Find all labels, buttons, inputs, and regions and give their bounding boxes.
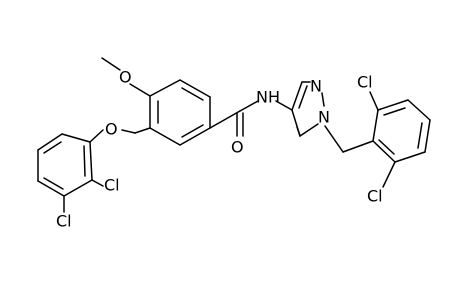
bond-ring1-double-2 — [181, 87, 204, 101]
bond-ring1-ch2 — [134, 127, 151, 134]
bond-methyl-o — [101, 57, 121, 71]
bond-ring2-double-1 — [43, 141, 62, 154]
bond-ring3-double-3 — [378, 139, 395, 155]
bond-ring2-f — [89, 141, 93, 181]
bond-ring2-e — [63, 179, 93, 197]
atom-n-pyrazole-1: N — [318, 108, 330, 127]
bond-ring3-double-2 — [417, 122, 423, 149]
bond-n-ch2 — [324, 125, 344, 153]
atom-o-ether: O — [105, 120, 118, 139]
bond-ring2-double-3 — [83, 145, 86, 177]
bond-pz-3 — [321, 92, 325, 107]
bond-pz-1d — [298, 85, 308, 109]
bond-o-ring — [129, 83, 151, 97]
bond-ring3-b — [377, 99, 409, 111]
bond-ring2-cl-1 — [91, 179, 104, 187]
bond-pz-5d — [296, 126, 301, 137]
bond-ch2-o — [121, 129, 136, 134]
atom-cl-left-2: Cl — [56, 212, 72, 231]
bond-pz-4 — [299, 123, 319, 137]
bond-ring3-f — [372, 140, 396, 163]
bond-ring2-d — [37, 180, 65, 197]
bond-ring3-e — [394, 151, 426, 163]
bond-ring1-a — [149, 79, 181, 97]
bond-ring-carbonyl — [209, 110, 241, 129]
bond-ring2-a — [61, 133, 91, 143]
bond-c-nh — [239, 100, 259, 112]
bond-ch2-ring — [342, 140, 374, 153]
atom-nh: NH — [256, 88, 280, 107]
atom-o-carbonyl: O — [231, 138, 244, 157]
bond-ring3-cl-bottom — [382, 161, 396, 188]
atom-n-pyrazole-2: N — [310, 77, 322, 96]
bond-ring3-cl-top — [369, 91, 379, 111]
bond-ring3-a — [372, 109, 379, 142]
bond-o-ring2 — [89, 129, 104, 143]
bond-ring3-c — [407, 99, 431, 121]
bond-ring2-b — [37, 133, 63, 151]
atom-labels: O NH O N N O Cl Cl Cl Cl — [56, 68, 383, 231]
atom-cl-left-1: Cl — [104, 176, 120, 195]
bond-ring1-b — [179, 79, 211, 98]
bond-ring3-d — [424, 119, 431, 153]
bond-nh-pyrazole — [275, 100, 293, 111]
bond-ring1-double-3 — [181, 124, 204, 138]
atom-cl-right-top: Cl — [357, 73, 373, 92]
bond-pz-1 — [291, 81, 303, 111]
bond-ring1-e — [149, 127, 181, 146]
bond-ring3-double-1 — [383, 107, 406, 116]
bonds — [37, 57, 431, 213]
atom-o-methoxy: O — [119, 68, 132, 87]
bond-ring2-double-2 — [43, 177, 64, 190]
bond-ring1-d — [179, 127, 211, 146]
atom-cl-right-bottom: Cl — [367, 187, 383, 206]
